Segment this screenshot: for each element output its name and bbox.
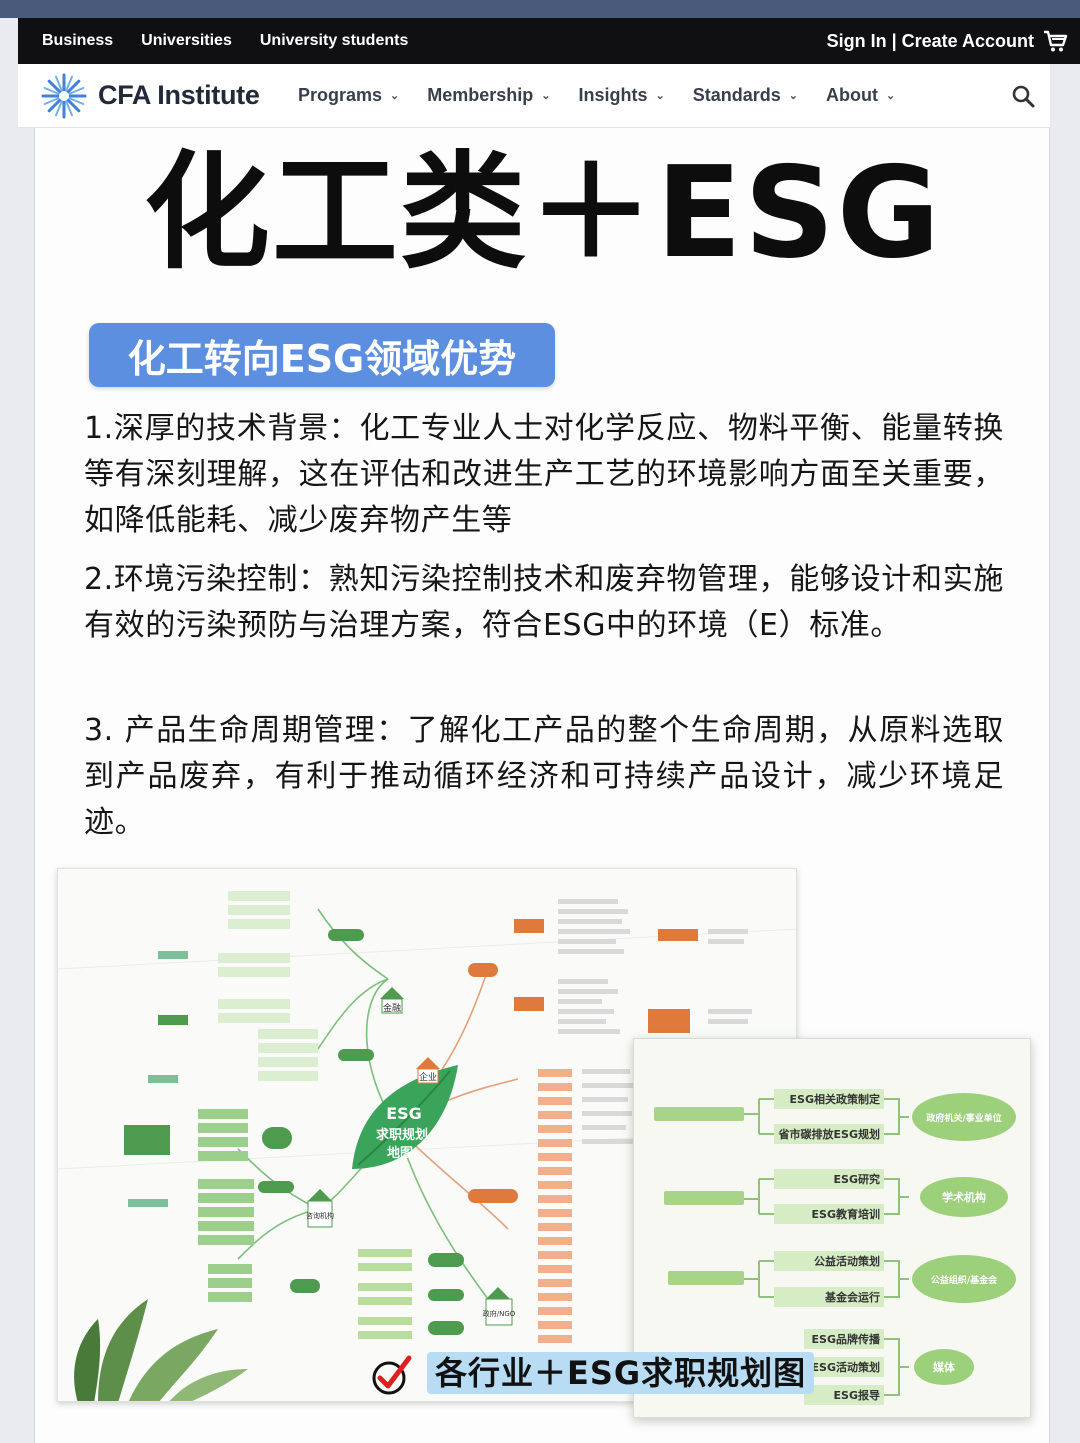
utility-links: Business Universities University student… <box>18 32 408 50</box>
mindmap-center-plan: 求职规划 <box>376 1127 428 1143</box>
mm-group-label: 政府机关/事业单位 <box>926 1112 1001 1124</box>
mm-item: ESG相关政策制定 <box>790 1092 880 1106</box>
cfa-logo-icon <box>41 73 87 118</box>
nav-item-label: Membership <box>427 85 534 105</box>
chevron-down-icon: ⌄ <box>885 90 896 102</box>
mm-item: 省市碳排放ESG规划 <box>778 1127 880 1141</box>
hub-label: 企业 <box>419 1071 437 1083</box>
hub-consulting: 咨询机构 <box>306 1189 334 1228</box>
utility-link-business[interactable]: Business <box>42 32 114 49</box>
mindmap-center-map: 地图 <box>387 1145 413 1161</box>
mindmap-caption: 各行业＋ESG求职规划图 <box>371 1350 828 1396</box>
mindmap-image-right: ESG相关政策制定 省市碳排放ESG规划 ESG研究 ESG教育培训 公益活动策… <box>633 1038 1031 1418</box>
logo-text: CFA Institute <box>98 80 260 110</box>
hub-enterprise: 企业 <box>416 1057 440 1084</box>
chevron-down-icon: ⌄ <box>788 90 798 102</box>
hero-title: 化工类＋ESG <box>143 139 943 286</box>
hub-government-ngo: 政府/NGO <box>483 1287 516 1326</box>
nav-item-insights[interactable]: Insights ⌄ <box>579 85 665 106</box>
account-area: Sign In | Create Account <box>827 28 1080 54</box>
mm-item: ESG研究 <box>834 1172 880 1186</box>
utility-bar: Business Universities University student… <box>18 18 1080 64</box>
hub-label: 咨询机构 <box>306 1211 334 1220</box>
mm-group-label: 媒体 <box>932 1360 956 1374</box>
mm-group-label: 学术机构 <box>942 1190 986 1204</box>
paragraph-3: 3. 产品生命周期管理：了解化工产品的整个生命周期，从原料选取到产品废弃，有利于… <box>84 713 1004 840</box>
paragraph-2: 2.环境污染控制：熟知污染控制技术和废弃物管理，能够设计和实施有效的污染预防与治… <box>84 562 1004 643</box>
nav-item-about[interactable]: About ⌄ <box>826 85 895 106</box>
mindmap-diagram: ESG 求职规划 地图 金融 企业 咨询机构 政府/NG <box>58 891 796 1401</box>
cart-icon[interactable] <box>1042 28 1068 54</box>
main-navigation: CFA Institute Programs ⌄ Membership ⌄ In… <box>18 64 1050 128</box>
chevron-down-icon: ⌄ <box>541 90 551 102</box>
utility-link-universities[interactable]: Universities <box>141 32 232 49</box>
paragraph-1: 1.深厚的技术背景：化工专业人士对化学反应、物料平衡、能量转换等有深刻理解，这在… <box>84 411 1004 538</box>
hub-finance: 金融 <box>380 987 404 1014</box>
mm-item: 基金会运行 <box>824 1290 880 1304</box>
nav-item-label: Insights <box>578 85 648 105</box>
nav-menu: Programs ⌄ Membership ⌄ Insights ⌄ Stand… <box>298 85 895 106</box>
section-heading: 化工转向ESG领域优势 <box>89 323 555 387</box>
nav-item-label: Programs <box>298 85 383 105</box>
checkmark-icon <box>372 1355 412 1395</box>
nav-item-membership[interactable]: Membership ⌄ <box>427 85 550 106</box>
mm-item: ESG活动策划 <box>812 1360 880 1374</box>
nav-item-standards[interactable]: Standards ⌄ <box>693 85 798 106</box>
mm-item: ESG品牌传播 <box>812 1332 881 1346</box>
utility-link-university-students[interactable]: University students <box>259 32 409 49</box>
article-content: 化工类＋ESG 化工转向ESG领域优势 1.深厚的技术背景：化工专业人士对化学反… <box>34 128 1050 1443</box>
chevron-down-icon: ⌄ <box>390 90 400 102</box>
sign-in-create-account-link[interactable]: Sign In | Create Account <box>826 30 1034 51</box>
chevron-down-icon: ⌄ <box>655 90 665 102</box>
hub-label: 政府/NGO <box>483 1309 516 1318</box>
nav-item-label: About <box>826 85 878 105</box>
nav-item-programs[interactable]: Programs ⌄ <box>298 85 399 106</box>
window-top-strip <box>0 0 1080 18</box>
nav-item-label: Standards <box>692 85 781 105</box>
mm-group-label: 公益组织/基金会 <box>931 1274 998 1286</box>
search-icon[interactable] <box>1010 83 1036 109</box>
mindmap-center-esg: ESG <box>386 1104 422 1123</box>
hub-label: 金融 <box>383 1002 401 1014</box>
plant-decoration <box>74 1299 248 1401</box>
logo[interactable]: CFA Institute <box>18 72 298 120</box>
mm-item: 公益活动策划 <box>814 1254 880 1268</box>
mm-item: ESG教育培训 <box>812 1207 880 1221</box>
caption-text: 各行业＋ESG求职规划图 <box>427 1352 815 1394</box>
mm-item: ESG报导 <box>834 1388 880 1402</box>
